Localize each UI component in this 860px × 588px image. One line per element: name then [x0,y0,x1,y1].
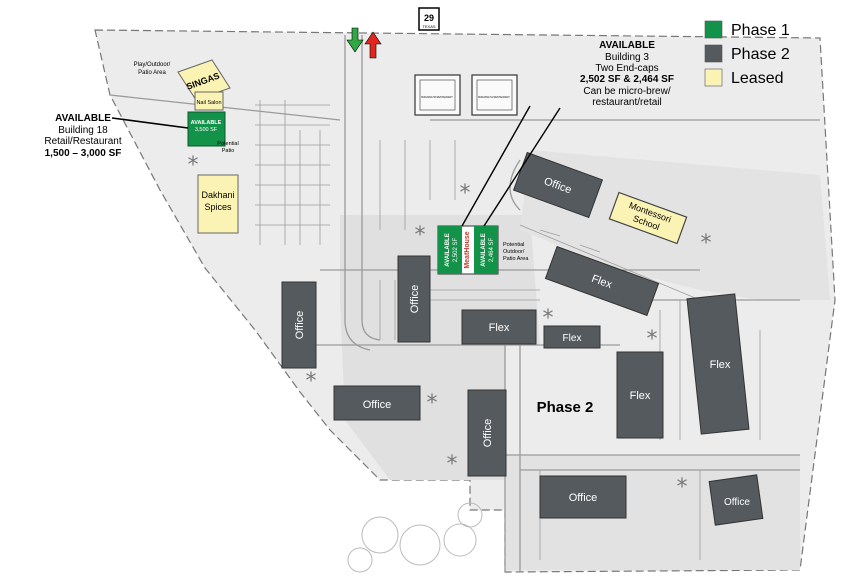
office-lower-center[interactable]: Office [467,389,507,477]
existing-buildings: BUILDING 50 RESTAURANT BUILDING 51 RESTA… [414,74,518,116]
office-left-label: Office [294,311,306,340]
outdoor-area-label-2: Outdoor/ [503,249,525,255]
svg-text:*: * [306,369,317,394]
office-center[interactable]: Office [397,255,431,343]
office-center-label: Office [409,285,421,314]
existing-building-right-label: BUILDING 51 RESTAURANT [478,96,510,99]
entry-arrow-icon [364,31,382,59]
svg-text:*: * [447,452,458,477]
play-area-label-1: Play/Outdoor/ [134,62,171,68]
flex-tall[interactable]: Flex [616,351,664,439]
callout-3-line2: Building 3 [605,52,649,63]
legend: Phase 1 Phase 2 Leased [704,20,790,87]
tree-markers: * * * * * * * * * * [188,153,712,500]
leased-buildings: SINGAS Nail Salon Dakhani Spices Montess… [177,59,688,245]
dakhani-spices-building [197,174,239,234]
legend-phase1-label: Phase 1 [731,22,790,39]
flex-diagonal[interactable]: Flex [544,245,660,317]
building-18[interactable]: AVAILABLE 3,500 SF [187,111,226,147]
highway-state: TEXAS [422,24,435,29]
office-left[interactable]: Office [281,281,317,369]
legend-phase2-swatch [704,44,723,63]
office-bottom-right[interactable]: Office [708,474,764,526]
callout-building-3: AVAILABLE Building 3 Two End-caps 2,502 … [461,40,674,227]
nail-salon-label: Nail Salon [196,100,221,106]
svg-text:*: * [677,475,688,500]
callout-18-line1: AVAILABLE [55,113,111,124]
building-3-left-available: AVAILABLE [445,233,451,266]
building-3-right-endcap[interactable] [474,226,498,274]
area-labels: Play/Outdoor/ Patio Area Potential Patio… [134,62,530,262]
outdoor-area-label-3: Patio Area [503,256,529,262]
svg-text:*: * [701,231,712,256]
building-3[interactable]: AVAILABLE 2,502 SF MeatHouse AVAILABLE 2… [437,225,499,275]
callout-3-line5: Can be micro-brew/ [583,86,670,97]
outdoor-area-label-1: Potential [503,242,524,248]
potential-patio-label-2: Patio [222,148,235,154]
entrance-arrows [346,27,382,59]
highway-29-marker: 29 TEXAS [418,7,440,31]
legend-phase1-swatch [704,20,723,39]
phase-2-buildings: Office Office Office Flex Flex Flex Flex [281,151,764,526]
svg-text:*: * [460,181,471,206]
callout-3-line3: Two End-caps [595,63,658,74]
existing-building-left-label: BUILDING 50 RESTAURANT [421,96,453,99]
building-18-available: AVAILABLE [191,120,222,126]
flex-center[interactable]: Flex [461,309,537,345]
office-lower-left[interactable]: Office [333,385,421,421]
office-bottom[interactable]: Office [539,475,627,519]
svg-text:*: * [188,153,199,178]
office-bottom-label: Office [569,492,598,504]
building-3-right-available: AVAILABLE [481,233,487,266]
phase-2-area-label: Phase 2 [537,399,594,416]
building-18-sf: 3,500 SF [195,127,218,133]
montessori-building [608,191,688,245]
flex-right-label: Flex [710,359,731,371]
nail-salon-building [194,91,224,111]
highway-number: 29 [424,13,434,23]
dakhani-label-2: Spices [204,202,232,212]
exit-arrow-icon [346,27,364,53]
meathouse-label: MeatHouse [464,231,471,268]
potential-patio-label-1: Potential [217,141,238,147]
svg-text:*: * [647,327,658,352]
legend-leased-label: Leased [731,70,784,87]
flex-tall-label: Flex [630,390,651,402]
svg-text:*: * [543,306,554,331]
legend-phase2-label: Phase 2 [731,46,790,63]
play-area-label-2: Patio Area [138,70,166,76]
office-upper-right[interactable]: Office [512,151,604,219]
flex-center-label: Flex [489,322,510,334]
legend-leased-swatch [704,68,723,87]
building-3-right-sf: 2,464 SF [489,237,495,262]
flex-small[interactable]: Flex [543,325,601,349]
callout-3-line1: AVAILABLE [599,40,655,51]
building-3-left-sf: 2,502 SF [453,237,459,262]
svg-text:*: * [427,391,438,416]
flex-right[interactable]: Flex [686,293,750,435]
callout-18-line4: 1,500 – 3,000 SF [45,148,122,159]
building-3-left-endcap[interactable] [438,226,462,274]
office-lower-left-label: Office [363,399,392,411]
svg-text:*: * [415,223,426,248]
singas-building [177,59,231,101]
callout-3-line4: 2,502 SF & 2,464 SF [580,74,674,85]
callout-18-line2: Building 18 [58,125,108,136]
landscape-circles [347,502,483,573]
callout-building-18: AVAILABLE Building 18 Retail/Restaurant … [44,113,189,159]
callout-18-line3: Retail/Restaurant [44,136,121,147]
dakhani-label-1: Dakhani [201,190,234,200]
office-bottom-right-label: Office [724,497,750,508]
office-lower-center-label: Office [482,419,494,448]
flex-small-label: Flex [563,333,582,344]
callout-3-line6: restaurant/retail [592,97,661,108]
